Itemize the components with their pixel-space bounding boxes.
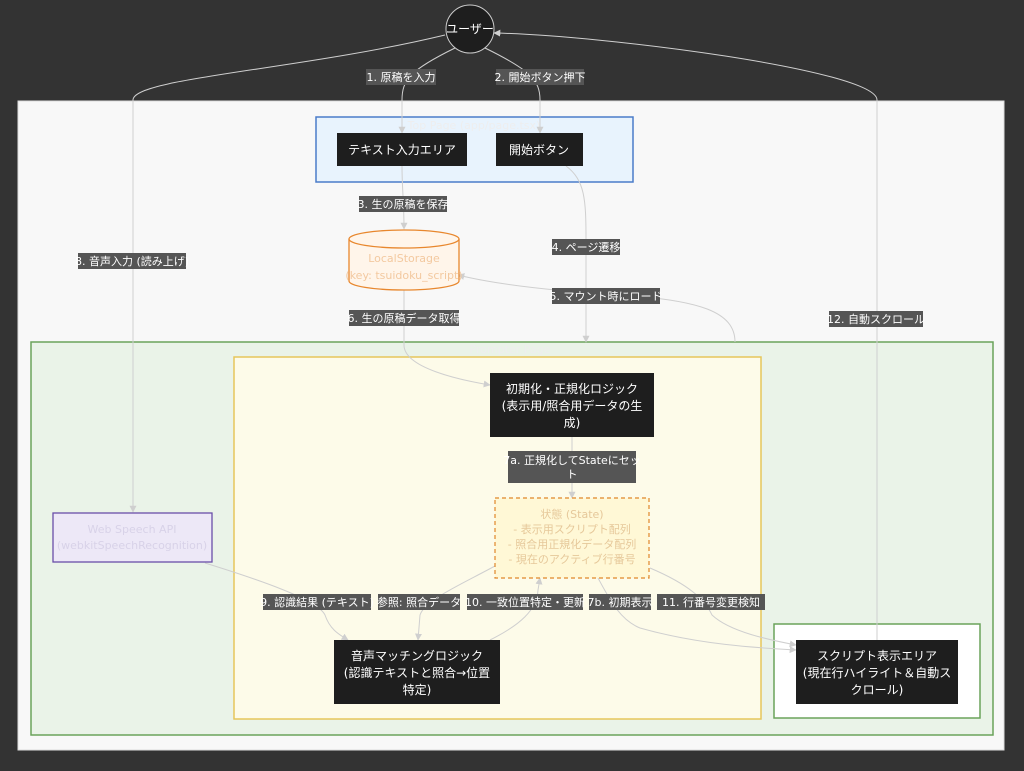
svg-text:1. 原稿を入力: 1. 原稿を入力 [367, 70, 436, 84]
script-display-node: スクリプト表示エリア (現在行ハイライト＆自動ス クロール) [796, 640, 958, 704]
svg-text:ト: ト [567, 468, 578, 481]
local-storage-label-2: (key: tsuidoku_script) [345, 269, 462, 282]
text-input-area-label: テキスト入力エリア [348, 143, 456, 157]
svg-text:12. 自動スクロール: 12. 自動スクロール [827, 312, 925, 326]
web-speech-api-node: Web Speech API (webkitSpeechRecognition) [52, 512, 213, 563]
edge-10 [489, 577, 543, 641]
user-label: ユーザー [446, 22, 494, 36]
voice-matching-label-1: 音声マッチングロジック [351, 648, 483, 663]
edge-6 [403, 288, 491, 388]
edge-label-6: 6. 生の原稿データ取得 [348, 310, 461, 326]
voice-matching-label-2: (認識テキストと照合→位置 [344, 665, 490, 680]
state-label-1: 状態 (State) [540, 507, 603, 521]
text-input-area-node: テキスト入力エリア [337, 133, 467, 166]
init-logic-label-1: 初期化・正規化ロジック [506, 381, 638, 396]
edge-label-ref: 参照: 照合データ [377, 594, 461, 610]
edge-label-7a: 7a. 正規化してStateにセッ ト [503, 451, 641, 483]
web-speech-api-label-1: Web Speech API [88, 523, 177, 536]
svg-text:5. マウント時にロード: 5. マウント時にロード [550, 290, 663, 303]
script-display-label-3: クロール) [851, 683, 904, 697]
edge-11 [649, 567, 797, 648]
svg-text:参照: 照合データ: 参照: 照合データ [377, 595, 461, 609]
user-node: ユーザー [445, 4, 495, 54]
svg-text:7a. 正規化してStateにセッ: 7a. 正規化してStateにセッ [503, 453, 641, 467]
edge-label-10: 10. 一致位置特定・更新 [465, 594, 585, 610]
state-node: 状態 (State) - 表示用スクリプト配列 - 照合用正規化データ配列 - … [494, 497, 650, 579]
svg-text:11. 行番号変更検知: 11. 行番号変更検知 [662, 595, 760, 609]
edge-label-5: 5. マウント時にロード [550, 288, 663, 304]
state-label-4: - 現在のアクティブ行番号 [508, 552, 635, 566]
edge-label-1: 1. 原稿を入力 [366, 69, 436, 85]
web-speech-api-label-2: (webkitSpeechRecognition) [57, 539, 207, 552]
edge-label-9: 9. 認識結果 (テキスト) [260, 594, 374, 610]
svg-text:10. 一致位置特定・更新: 10. 一致位置特定・更新 [465, 595, 585, 609]
edge-label-12: 12. 自動スクロール [827, 311, 925, 327]
voice-matching-label-3: 特定) [403, 682, 432, 697]
svg-text:3. 生の原稿を保存: 3. 生の原稿を保存 [358, 197, 449, 211]
local-storage-node: LocalStorage (key: tsuidoku_script) [345, 229, 463, 291]
edge-label-2: 2. 開始ボタン押下 [495, 69, 586, 85]
edge-9 [204, 562, 349, 641]
svg-text:9. 認識結果 (テキスト): 9. 認識結果 (テキスト) [260, 595, 374, 609]
edge-12 [493, 29, 878, 640]
edge-label-8: 8. 音声入力 (読み上げ) [75, 253, 189, 269]
init-logic-node: 初期化・正規化ロジック (表示用/照合用データの生 成) [490, 373, 654, 437]
top-page-title: Top Page (app/page.tsx) [407, 119, 541, 132]
script-display-label-2: (現在行ハイライト＆自動ス [803, 666, 951, 680]
svg-text:4. ページ遷移: 4. ページ遷移 [552, 241, 621, 254]
edge-8 [129, 34, 446, 513]
edge-label-3: 3. 生の原稿を保存 [358, 196, 449, 212]
start-button-label: 開始ボタン [509, 143, 569, 157]
start-button-node: 開始ボタン [496, 133, 583, 166]
script-display-label-1: スクリプト表示エリア [817, 649, 937, 663]
state-label-2: - 表示用スクリプト配列 [513, 522, 630, 536]
local-storage-label-1: LocalStorage [368, 252, 440, 265]
prompter-page-title: Prompter Page [470, 343, 551, 356]
edge-4 [565, 165, 590, 343]
edge-label-11: 11. 行番号変更検知 [657, 594, 765, 610]
edge-3 [400, 165, 408, 230]
edge-labels: 1. 原稿を入力 2. 開始ボタン押下 3. 生の原稿を保存 4. ページ遷移 … [75, 69, 925, 610]
edge-label-4: 4. ページ遷移 [552, 239, 621, 255]
edge-label-7b: 7b. 初期表示 [588, 594, 653, 610]
svg-text:8. 音声入力 (読み上げ): 8. 音声入力 (読み上げ) [75, 254, 189, 268]
init-logic-label-3: 成) [564, 416, 581, 430]
svg-text:6. 生の原稿データ取得: 6. 生の原稿データ取得 [348, 311, 461, 325]
init-logic-label-2: (表示用/照合用データの生 [502, 398, 643, 413]
svg-text:7b. 初期表示: 7b. 初期表示 [588, 595, 653, 609]
voice-matching-node: 音声マッチングロジック (認識テキストと照合→位置 特定) [334, 640, 500, 704]
svg-text:2. 開始ボタン押下: 2. 開始ボタン押下 [495, 70, 586, 84]
state-label-3: - 照合用正規化データ配列 [508, 537, 636, 551]
